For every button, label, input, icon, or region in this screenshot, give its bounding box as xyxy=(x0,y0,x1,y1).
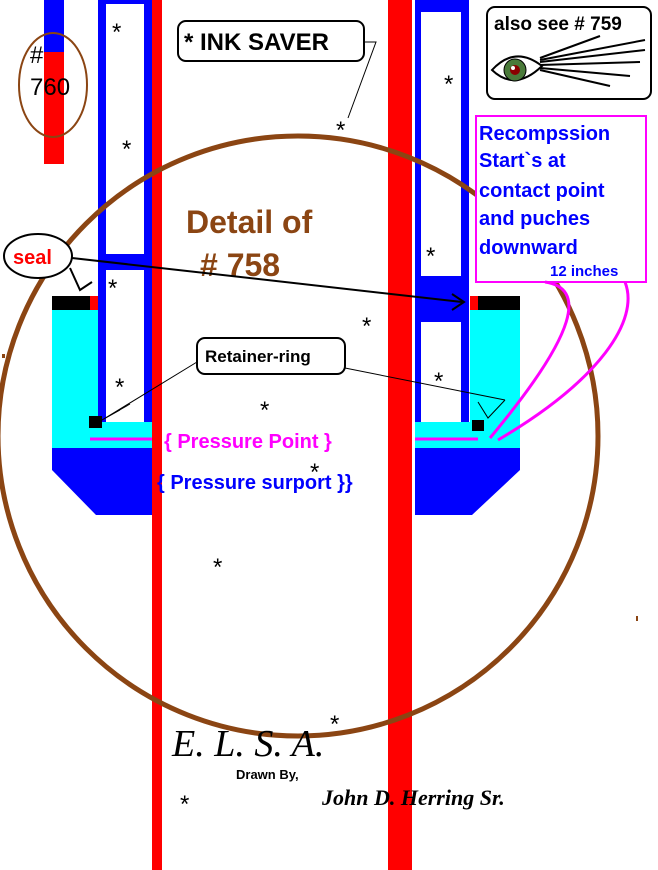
recomp-line-2: Start`s at xyxy=(479,150,566,172)
recomp-pointer-b xyxy=(497,281,630,442)
retainer-label: Retainer-ring xyxy=(205,347,311,366)
speck xyxy=(636,616,638,621)
speck xyxy=(2,354,5,358)
asterisk-mark: * xyxy=(260,397,269,424)
left-tube-lower-panel xyxy=(106,270,144,422)
asterisk-mark: * xyxy=(426,243,435,270)
left-seal-cap xyxy=(52,296,98,310)
seal-arrow-head-left xyxy=(69,267,93,292)
recomp-line-5: downward xyxy=(479,237,578,259)
ink-saver-pointer xyxy=(347,41,377,119)
seal-label: seal xyxy=(13,247,52,269)
retainer-pointer-right-tip xyxy=(477,399,506,419)
center-tube-left-wall xyxy=(152,0,162,870)
seal-arrow-head-right xyxy=(451,293,466,311)
asterisk-mark: * xyxy=(310,459,319,486)
right-retainer-ring xyxy=(472,420,484,431)
retainer-pointer-left-b xyxy=(101,403,131,421)
left-seal-red xyxy=(90,296,98,310)
ref-760-hash: # xyxy=(30,42,44,69)
right-tube-lower-panel xyxy=(421,322,461,422)
asterisk-mark: * xyxy=(330,711,339,738)
right-cyan-ledge xyxy=(415,422,470,448)
left-tube-upper-panel xyxy=(106,4,144,254)
recomp-line-1: Recompssion xyxy=(479,123,610,145)
ink-saver-box xyxy=(177,20,365,62)
drawn-by-label: Drawn By, xyxy=(236,767,299,782)
detail-circle xyxy=(0,133,601,739)
left-blue-base xyxy=(52,448,152,515)
author-signature: John D. Herring Sr. xyxy=(321,785,505,810)
ink-saver-label: * INK SAVER xyxy=(184,29,329,56)
center-tube-right-wall xyxy=(388,0,412,870)
asterisk-mark: * xyxy=(362,313,371,340)
ref-760-blue-bar xyxy=(44,0,64,52)
pressure-support-label: { Pressure surport }} xyxy=(157,472,353,494)
recomp-text: Recompssion Start`s at contact point and… xyxy=(479,123,610,259)
asterisk-mark: * xyxy=(180,791,189,818)
also-see-label: also see # 759 xyxy=(494,14,622,35)
detail-title-line1: Detail of xyxy=(186,204,313,240)
seal-bubble xyxy=(3,233,73,279)
twelve-inches-label: 12 inches xyxy=(550,263,618,280)
asterisk-mark: * xyxy=(336,117,345,144)
retainer-pointer-right xyxy=(344,367,506,401)
right-seal-cap xyxy=(470,296,520,310)
retainer-box xyxy=(196,337,346,375)
right-tube-upper-panel xyxy=(421,12,461,276)
asterisk-mark: * xyxy=(112,19,121,46)
recomp-line-3: contact point xyxy=(479,180,605,202)
ref-760-oval xyxy=(18,32,88,138)
asterisk-mark: * xyxy=(115,374,124,401)
ref-760-number: 760 xyxy=(30,74,70,101)
eye-icon xyxy=(490,35,646,87)
recomp-pointer-a xyxy=(488,280,571,439)
asterisk-mark: * xyxy=(444,71,453,98)
ref-760-red-bar xyxy=(44,52,64,164)
recomp-box xyxy=(475,115,647,283)
asterisk-group: * * * * * * * * * * * * * * xyxy=(108,19,453,818)
right-blue-base xyxy=(415,448,520,515)
asterisk-mark: * xyxy=(108,275,117,302)
asterisk-mark: * xyxy=(122,136,131,163)
left-retainer-ring xyxy=(89,416,102,428)
left-cyan-ledge xyxy=(98,422,152,448)
asterisk-mark: * xyxy=(213,554,222,581)
elsa-signature: E. L. S. A. xyxy=(171,723,324,765)
pressure-point-label: { Pressure Point } xyxy=(164,431,332,453)
seal-arrow-line xyxy=(71,257,463,303)
asterisk-mark: * xyxy=(434,368,443,395)
recomp-line-4: and puches xyxy=(479,208,590,230)
right-seal-red xyxy=(470,296,478,310)
